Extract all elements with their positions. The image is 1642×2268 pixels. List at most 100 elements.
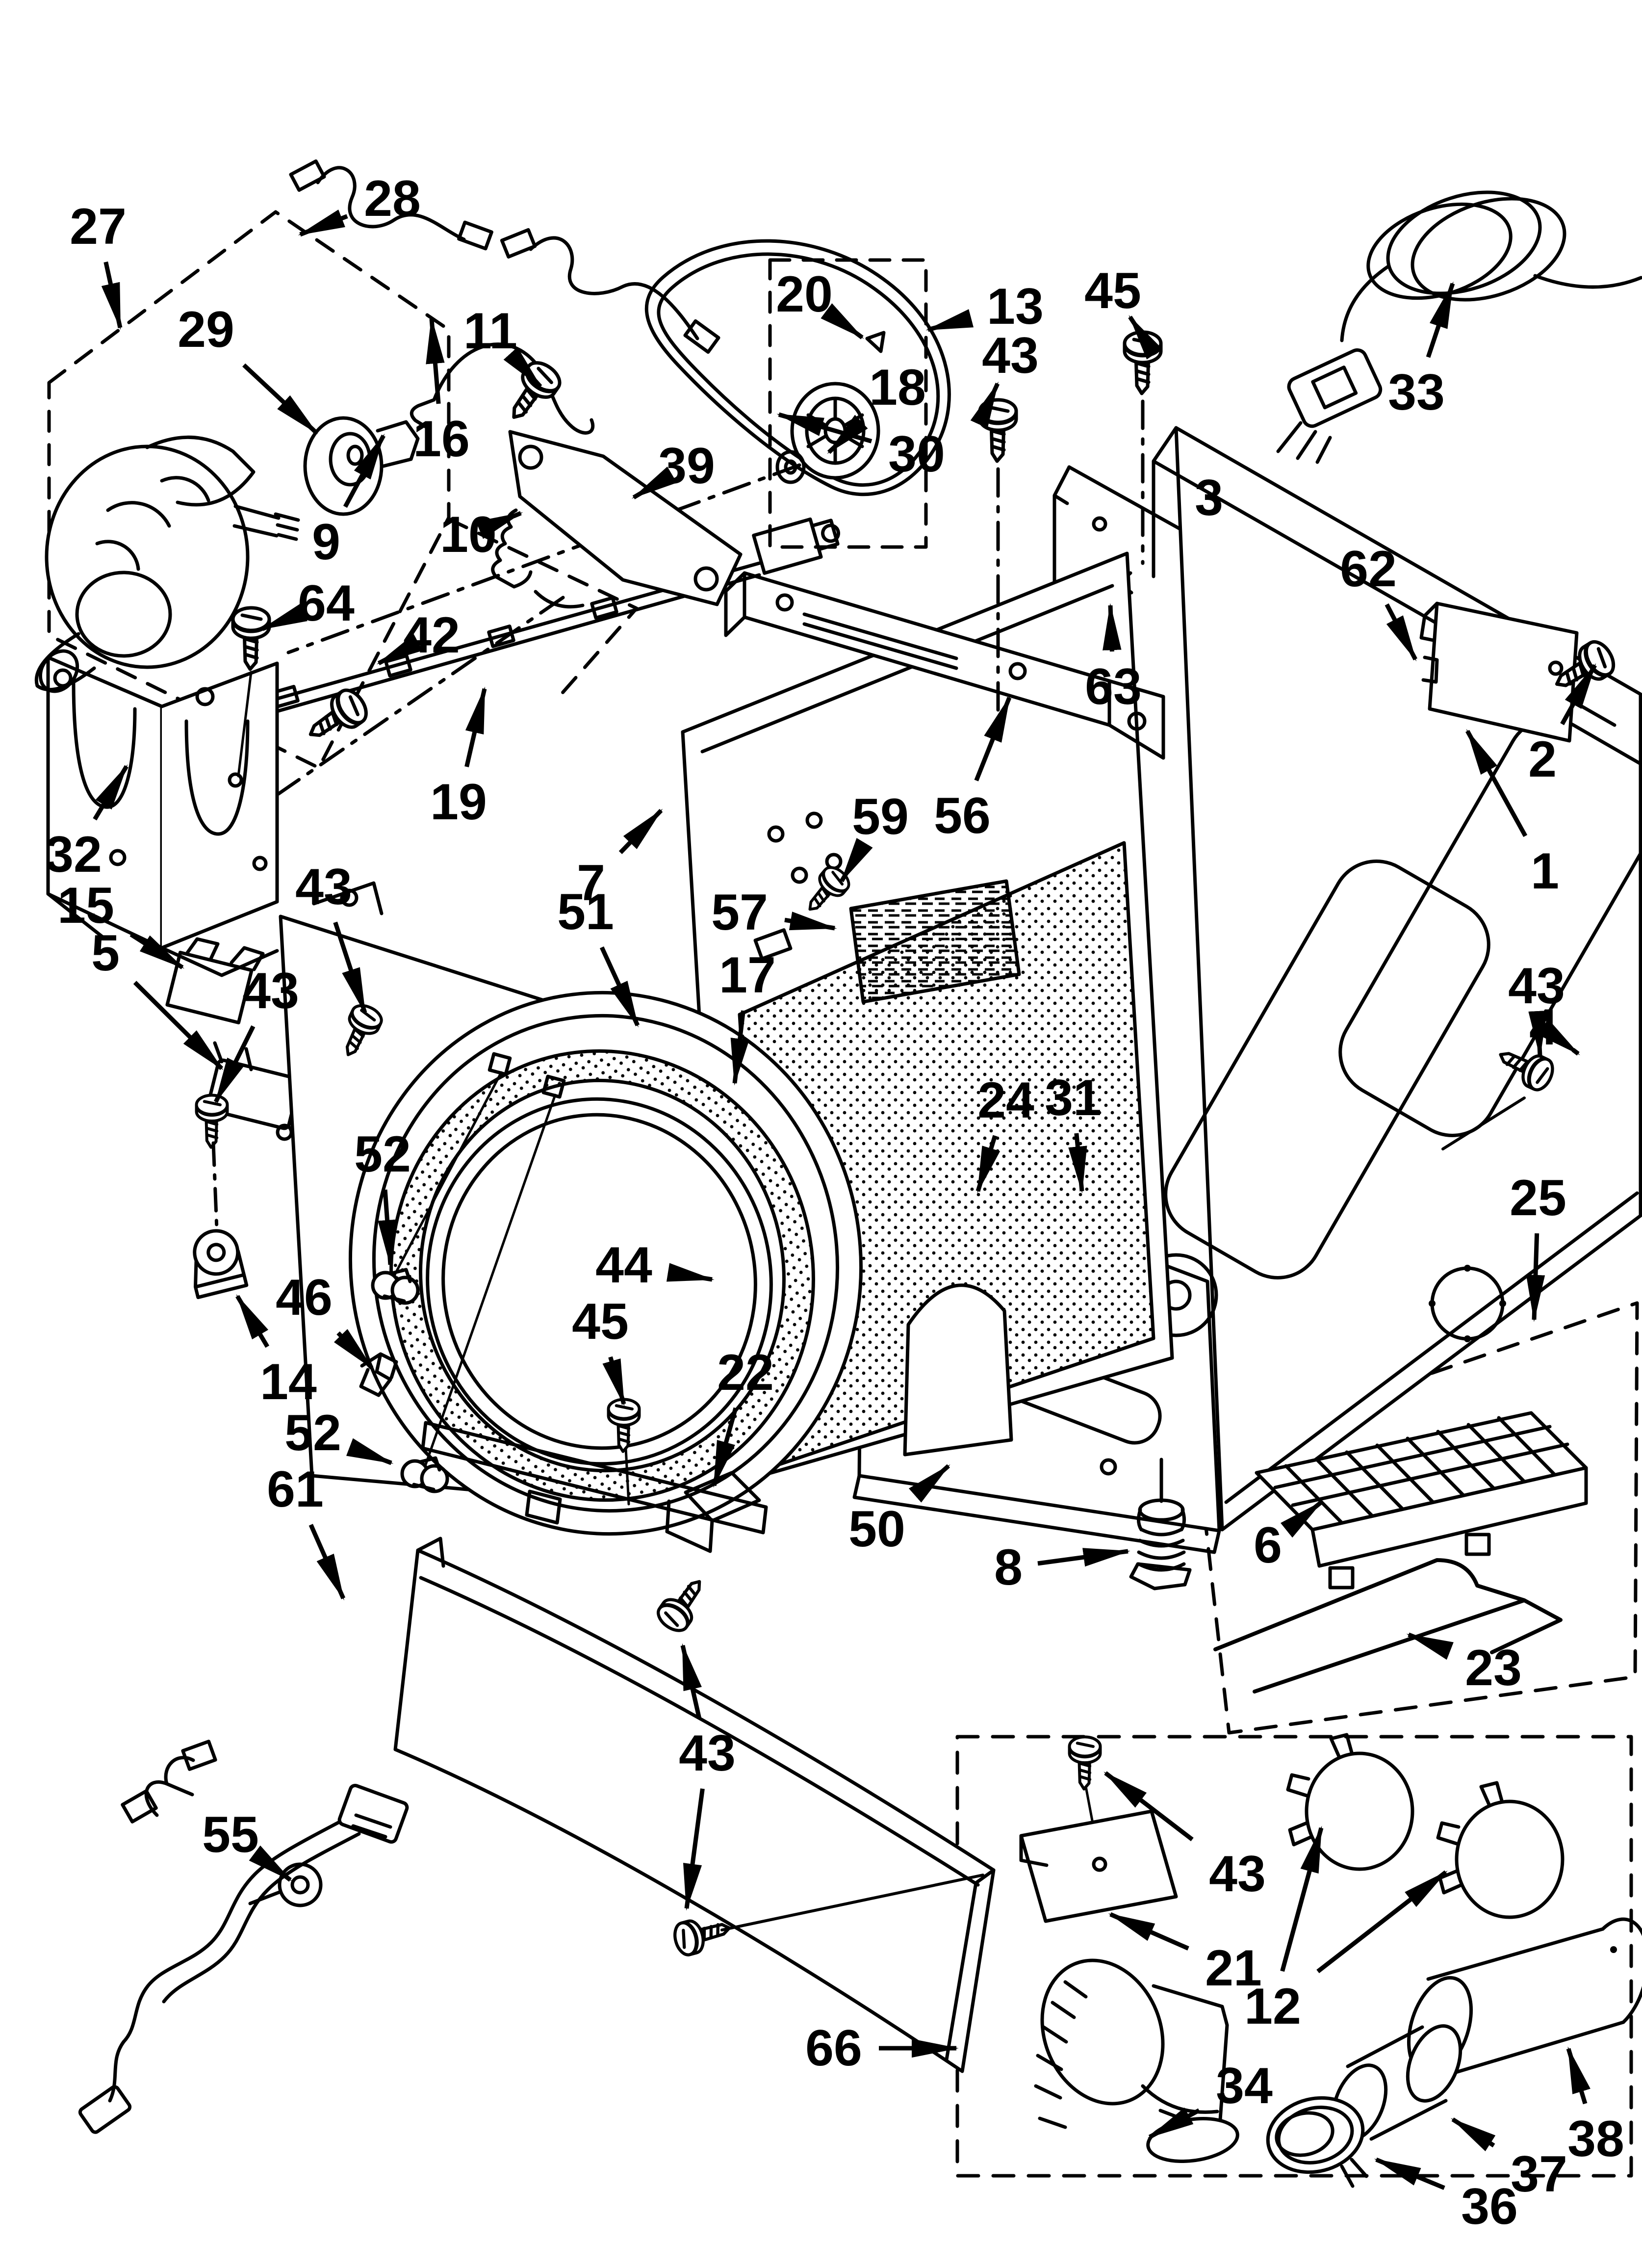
callout-62-18: 62 <box>1340 541 1417 662</box>
callout-23-50: 23 <box>1406 1632 1522 1696</box>
callout-25-24: 25 <box>1510 1170 1566 1322</box>
callout-22-41: 22 <box>712 1344 774 1488</box>
seal-rod-drawing <box>1213 1558 1563 1694</box>
part-number-label: 61 <box>267 1461 324 1518</box>
motor-drawing <box>34 435 300 693</box>
callout-30-10: 30 <box>776 412 945 483</box>
callout-arrow <box>1103 603 1122 652</box>
grille-kit-dashed-box <box>1196 1301 1639 1735</box>
callout-21-55: 21 <box>1108 1912 1262 1997</box>
callout-arrow <box>618 808 663 855</box>
callout-arrow <box>1280 1825 1324 1972</box>
part-number-label: 33 <box>1388 364 1445 421</box>
part-number-label: 66 <box>805 2020 862 2077</box>
callout-24-45: 24 <box>975 1072 1034 1194</box>
callout-15-32: 15 <box>57 877 185 969</box>
callout-10-6: 10 <box>440 506 523 563</box>
callout-43-23: 43 <box>1508 958 1565 1058</box>
part-number-label: 16 <box>413 411 470 468</box>
part-number-label: 11 <box>463 303 517 360</box>
part-number-label: 57 <box>711 884 768 941</box>
part-number-label: 1 <box>1531 843 1559 900</box>
callout-arrow <box>908 1464 950 1503</box>
callout-arrow <box>93 764 128 821</box>
part-number-label: 3 <box>1195 469 1223 526</box>
part-number-label: 30 <box>888 426 945 483</box>
callout-arrow <box>975 1135 1001 1194</box>
part-number-label: 27 <box>70 198 127 255</box>
part-number-label: 8 <box>994 1539 1023 1596</box>
part-number-label: 7 <box>577 855 605 912</box>
callout-39-9: 39 <box>631 438 715 499</box>
part-number-label: 24 <box>977 1072 1034 1129</box>
part-number-label: 42 <box>403 607 460 664</box>
harness-55-drawing <box>78 1740 409 2134</box>
callout-2-20: 2 <box>1528 663 1597 788</box>
callout-37-59: 37 <box>1450 2117 1567 2203</box>
callout-arrow <box>308 1524 346 1601</box>
motor-bracket-drawing <box>46 655 279 977</box>
callout-8-48: 8 <box>994 1539 1130 1596</box>
callout-61-44: 61 <box>267 1461 346 1601</box>
callout-9-5: 9 <box>312 433 385 571</box>
vent-kit-dashed-box <box>955 1735 1633 2178</box>
terminal-cover-drawing <box>1419 601 1619 743</box>
callout-arrow <box>1037 1548 1130 1567</box>
callout-17-30: 17 <box>719 947 776 1086</box>
callout-arrow <box>260 603 308 631</box>
callout-45-14: 45 <box>1084 262 1163 360</box>
callout-43-54: 43 <box>1103 1771 1266 1903</box>
callout-arrow <box>1108 1912 1189 1951</box>
wire-16-drawing <box>500 228 720 354</box>
callout-arrow <box>666 1263 715 1282</box>
part-number-label: 19 <box>430 774 487 831</box>
cord-clamp-drawing <box>193 1229 249 1300</box>
clip-52-upper-drawing <box>371 1268 420 1305</box>
callout-arrow <box>683 1788 705 1911</box>
callout-arrow <box>970 381 1000 428</box>
part-number-label: 59 <box>852 788 909 845</box>
callout-14-37: 14 <box>235 1294 317 1410</box>
vent-plate-drawing <box>1019 1809 1178 1923</box>
callout-arrow <box>343 433 385 508</box>
callout-arrow <box>1280 1500 1323 1538</box>
part-number-label: 13 <box>987 278 1044 335</box>
wire-28-drawing <box>289 159 493 251</box>
callout-arrow <box>464 686 487 768</box>
rating-plate-drawing <box>799 863 1021 1004</box>
clamp-12a-drawing <box>1286 1733 1414 1871</box>
crossmember-drawing <box>421 1399 768 1553</box>
callout-43-35: 43 <box>213 963 299 1104</box>
callout-arrow <box>602 1356 626 1407</box>
idler-bracket-drawing <box>491 357 743 609</box>
clamp-36-drawing <box>1266 2096 1368 2188</box>
clip-52-lower-drawing <box>400 1456 449 1493</box>
callout-38-58: 38 <box>1566 2046 1624 2167</box>
callout-13-13: 13 <box>925 278 1044 335</box>
callout-arrow <box>599 946 640 1028</box>
callout-arrow <box>1465 729 1528 837</box>
callout-arrow <box>712 1407 738 1488</box>
callout-3-16: 3 <box>1195 469 1223 526</box>
callout-43-52: 43 <box>679 1643 736 1911</box>
callout-28-1: 28 <box>298 170 421 237</box>
callout-arrow <box>1526 1233 1545 1322</box>
part-number-label: 64 <box>298 575 355 632</box>
callout-arrow <box>1537 1019 1580 1056</box>
callout-arrow <box>249 1845 292 1882</box>
callout-34-57: 34 <box>1147 2058 1273 2139</box>
part-number-label: 43 <box>242 963 299 1019</box>
part-number-label: 56 <box>934 787 991 844</box>
part-number-label: 62 <box>1340 541 1397 598</box>
part-number-label: 15 <box>57 877 114 934</box>
part-number-label: 51 <box>557 884 614 940</box>
callout-arrow <box>1147 2107 1201 2139</box>
callout-52-36: 52 <box>354 1126 411 1267</box>
part-number-label: 55 <box>202 1806 259 1863</box>
callout-55-51: 55 <box>202 1806 292 1882</box>
callout-arrow <box>1128 314 1163 360</box>
part-number-label: 39 <box>658 438 715 495</box>
part-number-label: 21 <box>1205 1940 1262 1997</box>
part-number-label: 22 <box>717 1344 774 1401</box>
